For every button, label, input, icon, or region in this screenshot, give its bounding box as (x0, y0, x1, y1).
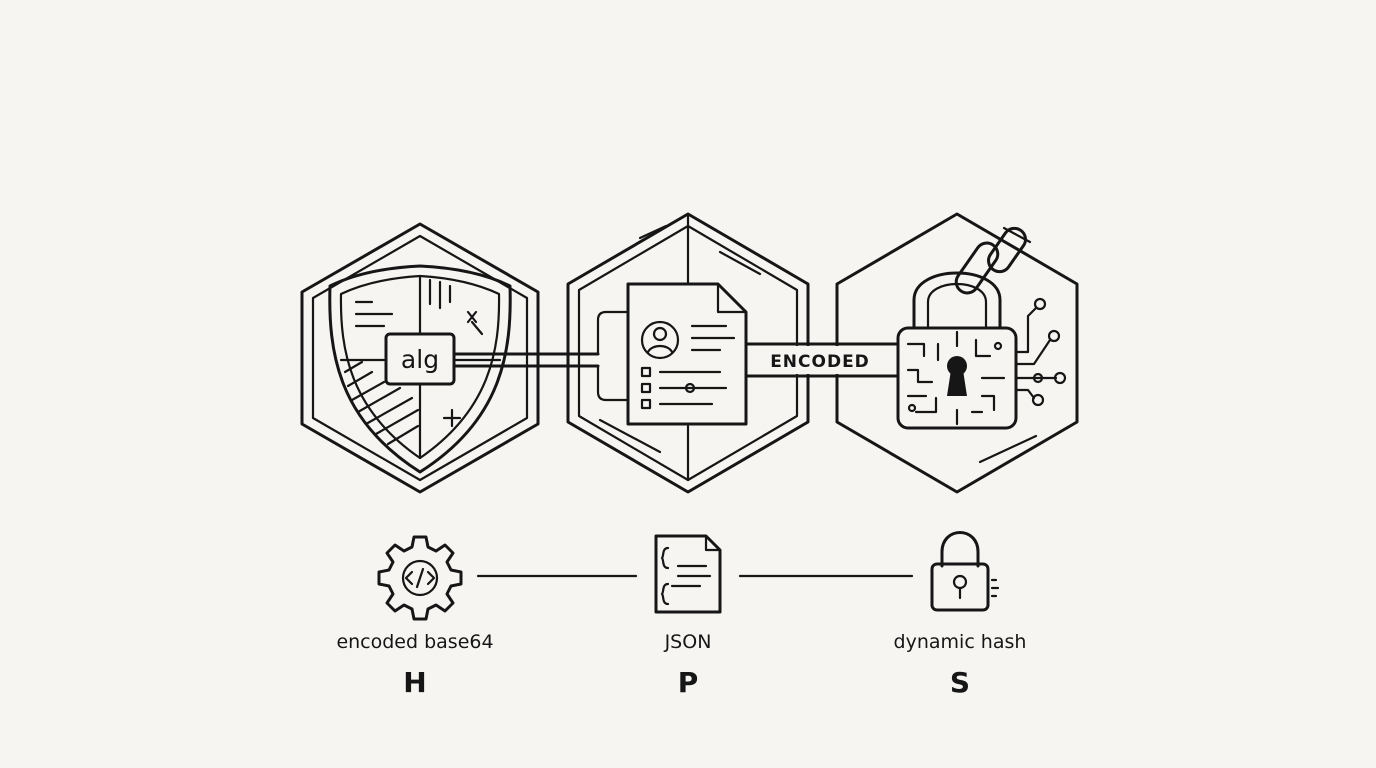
shield-icon (328, 264, 512, 474)
padlock-icon (930, 531, 1000, 612)
payload-description: JSON (664, 631, 712, 653)
payload-hexagon (566, 212, 810, 494)
circuit-padlock-icon (896, 226, 1067, 430)
header-payload-connector (452, 310, 632, 402)
header-letter: H (403, 666, 427, 699)
encoded-label: ENCODED (770, 352, 870, 372)
payload-caption: JSON P (558, 630, 818, 700)
payload-letter: P (677, 666, 699, 699)
signature-caption: dynamic hash S (830, 630, 1090, 700)
gear-code-icon (377, 535, 463, 621)
alg-label: alg (401, 345, 439, 374)
json-document-icon (654, 534, 722, 614)
header-hexagon (300, 222, 540, 494)
signature-description: dynamic hash (893, 631, 1027, 653)
header-caption: encoded base64 H (285, 630, 545, 700)
alg-label-box: alg (384, 332, 456, 386)
encoded-banner: ENCODED (744, 342, 902, 378)
signature-letter: S (949, 666, 971, 699)
header-description: encoded base64 (336, 631, 494, 653)
document-icon (626, 282, 748, 426)
